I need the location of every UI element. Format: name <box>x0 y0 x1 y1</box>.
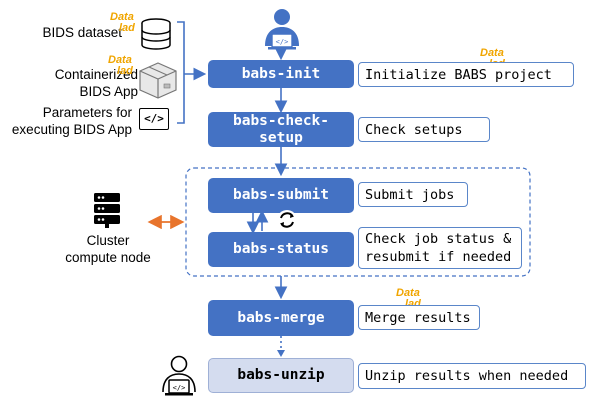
database-icon <box>141 18 171 50</box>
step-babs-submit: babs-submit <box>208 178 354 213</box>
svg-text:</>: </> <box>173 384 186 392</box>
user-laptop-outline-icon: </> <box>162 355 196 396</box>
containerized-app-label: Containerized BIDS App <box>54 67 138 99</box>
desc-unzip: Unzip results when needed <box>358 363 586 389</box>
user-laptop-icon: </> <box>265 9 299 50</box>
refresh-icon <box>277 210 297 230</box>
step-babs-init: babs-init <box>208 60 354 88</box>
step-babs-merge: babs-merge <box>208 300 354 336</box>
step-babs-check-setup: babs-check- setup <box>208 112 354 147</box>
svg-text:</>: </> <box>276 38 289 46</box>
bids-dataset-label: BIDS dataset <box>42 25 122 40</box>
cluster-region <box>185 167 531 277</box>
desc-check-setup: Check setups <box>358 117 490 142</box>
step-babs-status: babs-status <box>208 232 354 267</box>
desc-status: Check job status & resubmit if needed <box>358 227 522 269</box>
parameters-label: Parameters for executing BIDS App <box>11 105 132 137</box>
box-icon <box>139 62 177 99</box>
server-icon <box>94 193 120 228</box>
input-bracket <box>177 21 185 124</box>
desc-init: Initialize BABS project <box>358 62 574 87</box>
step-babs-unzip: babs-unzip <box>208 358 354 393</box>
desc-submit: Submit jobs <box>358 182 468 207</box>
code-icon: </> <box>139 108 169 130</box>
desc-merge: Merge results <box>358 305 480 330</box>
cluster-label: Cluster compute node <box>65 233 151 265</box>
